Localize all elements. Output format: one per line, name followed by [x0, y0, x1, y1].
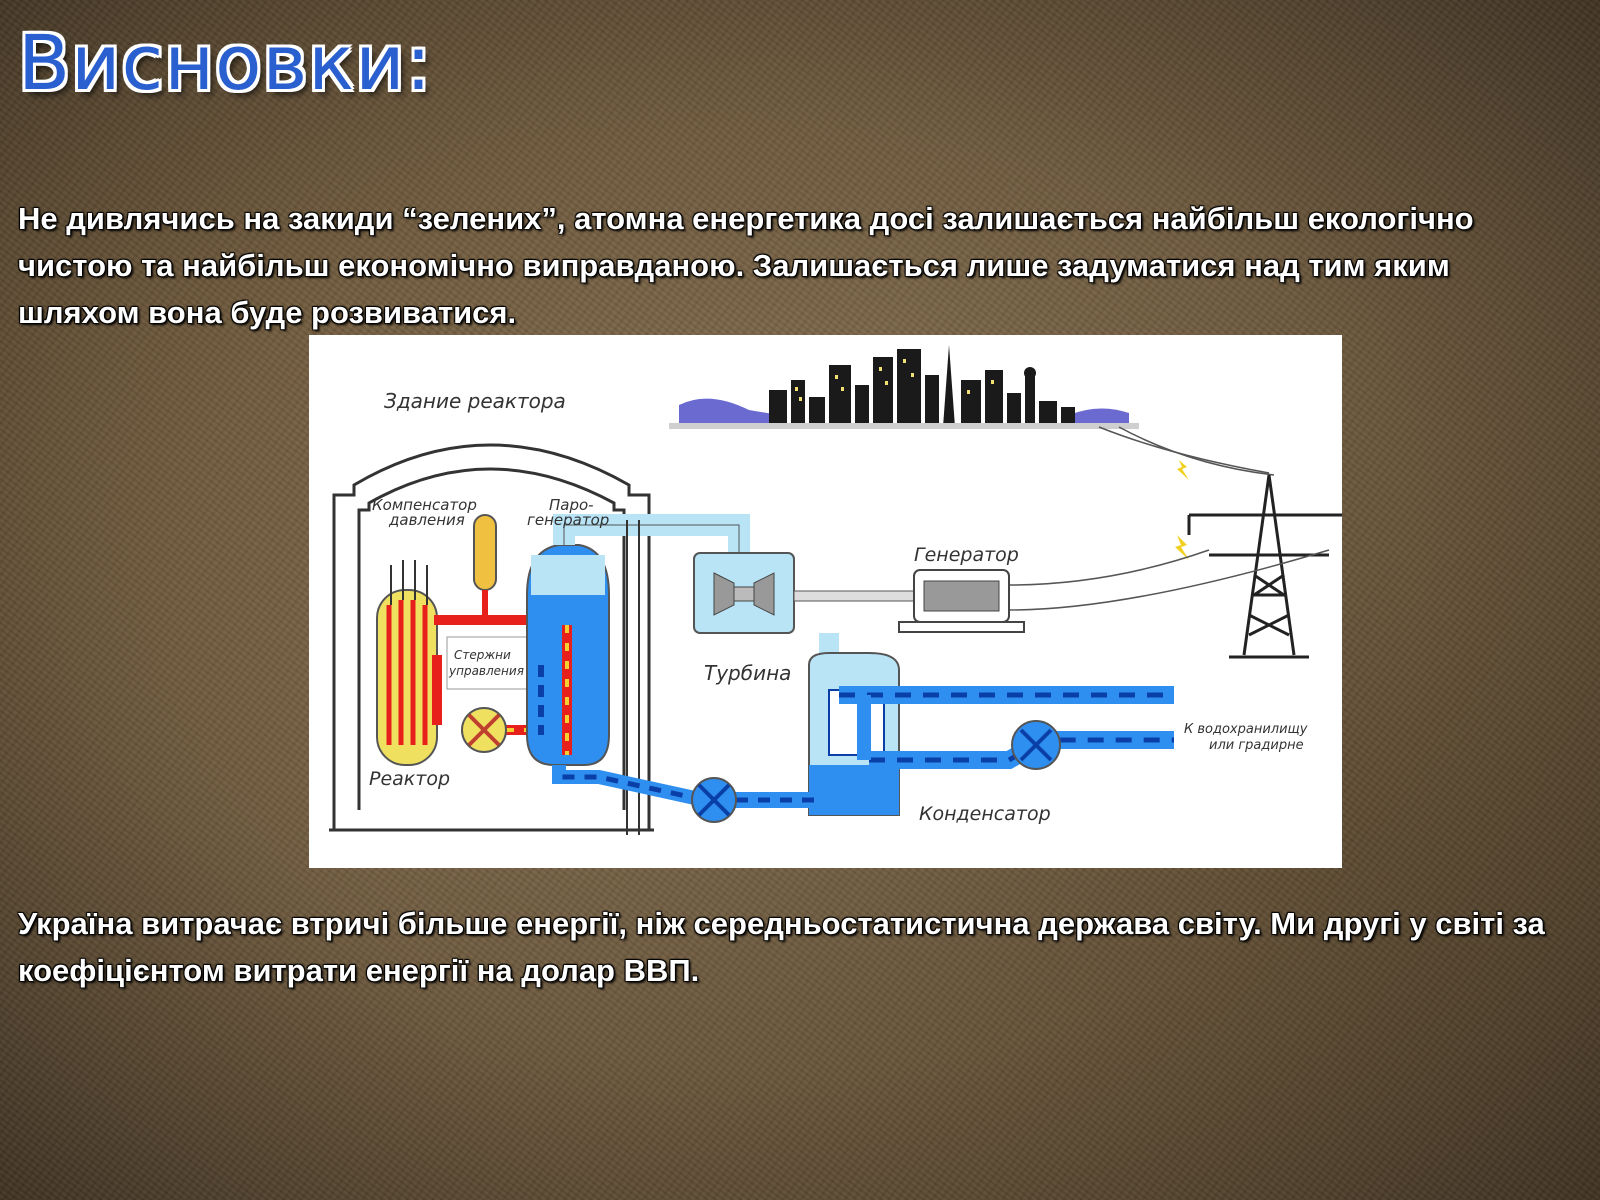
condenser	[808, 652, 900, 816]
label-reactor-building: Здание реактора	[384, 389, 566, 413]
turbine	[693, 552, 839, 665]
label-steam-gen-2: генератор	[527, 511, 609, 529]
npp-diagram-svg: Здание реактора Компенсатор давления Пар…	[329, 345, 1342, 835]
label-reactor: Реактор	[369, 768, 450, 790]
label-turbine: Турбина	[704, 661, 791, 685]
feedwater-pump-icon	[691, 777, 737, 823]
reactor-vessel	[376, 560, 438, 766]
slide-title: Висновки:	[18, 18, 433, 107]
primary-pump-icon	[461, 707, 507, 753]
label-pressurizer-1: Компенсатор	[372, 496, 477, 514]
cooling-pump-icon	[1011, 720, 1061, 770]
label-control-rods-2: управления	[448, 664, 524, 678]
conclusion-paragraph: Не дивлячись на закиди “зелених”, атомна…	[18, 201, 1474, 330]
city-skyline	[669, 345, 1139, 429]
label-pressurizer-2: давления	[388, 511, 465, 529]
label-reservoir-1: К водохранилищу	[1184, 722, 1308, 737]
label-steam-gen-1: Паро-	[549, 496, 594, 514]
label-condenser: Конденсатор	[919, 803, 1051, 825]
label-control-rods-1: Стержни	[454, 648, 511, 662]
transmission-tower-icon	[1187, 474, 1342, 659]
ukraine-energy-paragraph: Україна витрачає втричі більше енергії, …	[18, 906, 1545, 988]
generator	[898, 569, 1025, 633]
steam-generator	[526, 544, 610, 766]
npp-diagram: Здание реактора Компенсатор давления Пар…	[309, 335, 1342, 868]
label-reservoir-2: или градирне	[1209, 738, 1304, 753]
lightning-icon	[1175, 460, 1189, 560]
label-generator: Генератор	[914, 544, 1019, 566]
